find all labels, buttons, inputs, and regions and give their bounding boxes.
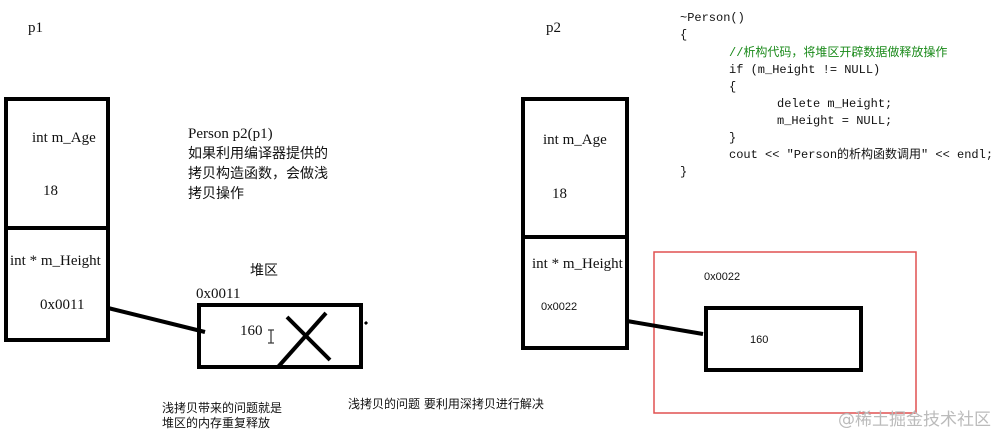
p2-object-box <box>521 97 629 350</box>
code-line: } <box>680 165 687 179</box>
p2-height-field: int * m_Height <box>532 256 624 272</box>
p1-age-value: 18 <box>43 183 58 199</box>
p2-height-value: 0x0022 <box>541 301 577 313</box>
p2-label: p2 <box>546 20 561 36</box>
deep-copy-highlight <box>653 251 917 414</box>
heap-address-left: 0x0011 <box>196 286 240 302</box>
caption-line-1: 浅拷贝带来的问题就是 <box>162 400 282 415</box>
code-line: } <box>729 131 736 145</box>
heap-label: 堆区 <box>250 263 278 279</box>
cross-mark-icon <box>276 311 332 369</box>
watermark: @稀土掘金技术社区 <box>838 410 991 430</box>
code-line: if (m_Height != NULL) <box>729 63 880 77</box>
code-line: delete m_Height; <box>777 97 892 111</box>
text-cursor-icon <box>268 329 274 344</box>
pointer-line-left <box>107 306 206 334</box>
note-line-2: 如果利用编译器提供的 <box>188 146 328 162</box>
code-line: { <box>680 28 687 42</box>
heap-address-right: 0x0022 <box>704 271 740 283</box>
code-line: { <box>729 80 736 94</box>
code-comment: //析构代码，将堆区开辟数据做释放操作 <box>729 44 947 60</box>
p1-age-field: int m_Age <box>32 130 96 146</box>
note-line-4: 拷贝操作 <box>188 186 244 202</box>
note-line-1: Person p2(p1) <box>188 126 273 142</box>
caption-line-2: 堆区的内存重复释放 <box>162 415 270 430</box>
note-line-3: 拷贝构造函数，会做浅 <box>188 166 328 182</box>
heap-value-left: 160 <box>240 323 263 339</box>
p1-object-box <box>4 97 110 342</box>
middle-caption: 浅拷贝的问题 要利用深拷贝进行解决 <box>348 396 544 411</box>
heap-value-right: 160 <box>750 334 768 346</box>
heap-box-left <box>197 303 363 369</box>
code-line: ~Person() <box>680 11 745 25</box>
p1-height-value: 0x0011 <box>40 297 84 313</box>
code-line: m_Height = NULL; <box>777 114 892 128</box>
code-line: cout << "Person的析构函数调用" << endl; <box>729 146 993 162</box>
p2-age-field: int m_Age <box>543 132 607 148</box>
p1-height-field: int * m_Height <box>10 253 102 269</box>
p1-label: p1 <box>28 20 43 36</box>
pointer-line-right <box>626 319 704 336</box>
heap-box-right <box>704 306 863 372</box>
p2-age-value: 18 <box>552 186 567 202</box>
stray-mark <box>363 320 369 326</box>
destructor-code: ~Person() { //析构代码，将堆区开辟数据做释放操作 if (m_He… <box>680 11 993 179</box>
